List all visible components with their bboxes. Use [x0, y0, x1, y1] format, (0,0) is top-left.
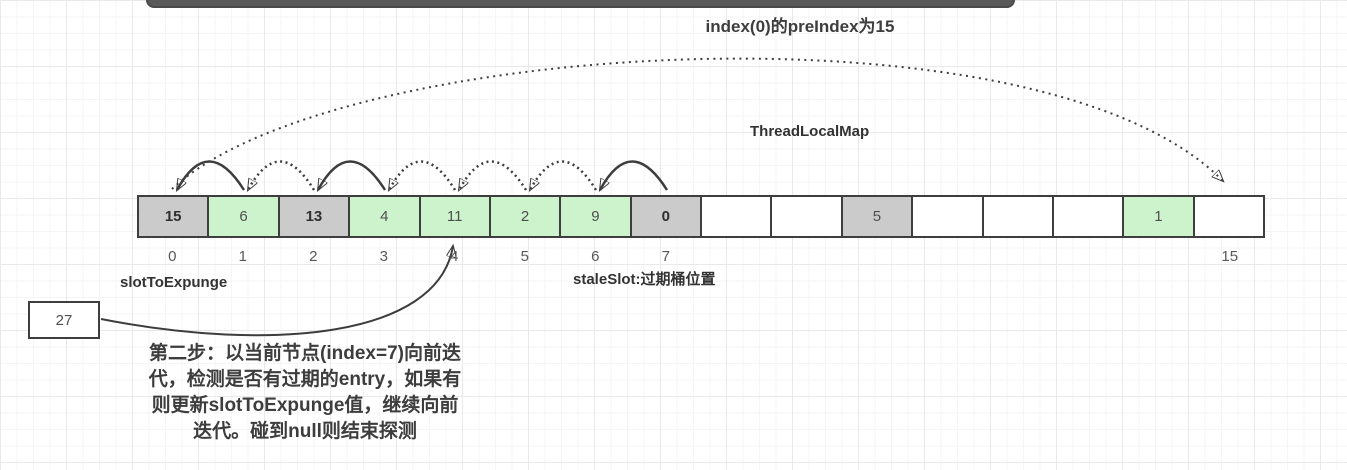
cell-index-label [842, 248, 913, 265]
array-cell: 6 [207, 195, 280, 238]
cell-value: 0 [661, 208, 670, 225]
top-dark-bar [146, 0, 1015, 8]
array-cell: 11 [418, 195, 491, 238]
cell-index-label: 5 [520, 248, 529, 265]
stale-slot-label: staleSlot:过期桶位置 [573, 271, 716, 288]
array-cell [981, 195, 1054, 238]
slot-to-expunge-label: slotToExpunge [120, 274, 228, 291]
cell-index-label: 4 [450, 248, 459, 265]
iteration-arc-arrow [248, 160, 316, 191]
cell-index-label: 1 [238, 248, 247, 265]
cell-value: 1 [1154, 208, 1163, 225]
array-cell: 5 [840, 195, 914, 238]
array-cell [911, 195, 984, 238]
array-cell [770, 195, 843, 238]
cell-index-label: 2 [309, 248, 318, 265]
cell-value: 15 [164, 208, 182, 225]
iteration-arc-arrow [459, 160, 528, 191]
cell-value: 2 [520, 208, 530, 225]
step-description-line: 则更新slotToExpunge值，继续向前 [151, 395, 459, 416]
iteration-arc-arrow [177, 160, 246, 191]
cell-index-label [913, 248, 984, 265]
threadlocalmap-label: ThreadLocalMap [750, 123, 870, 140]
array-cell: 0 [629, 195, 702, 238]
index-label-row: 0 1 2 3 4 5 6 7 15 [137, 248, 1265, 265]
cell-value: 9 [591, 208, 600, 225]
cell-value: 6 [239, 208, 248, 225]
cell-index-label [701, 248, 772, 265]
cell-value: 5 [872, 208, 882, 225]
step-description-line: 代，检测是否有过期的entry，如果有 [148, 369, 462, 390]
step-description: 第二步：以当前节点(index=7)向前迭 代，检测是否有过期的entry，如果… [115, 341, 495, 445]
cell-index-label [772, 248, 843, 265]
array-cell: 1 [1122, 195, 1195, 238]
array-cell [1192, 195, 1265, 238]
array-cell: 2 [488, 195, 562, 238]
iteration-arc-arrow [389, 160, 457, 191]
cell-index-label [1124, 248, 1195, 265]
iteration-arc-arrow [318, 160, 387, 191]
array-cell: 15 [137, 195, 210, 238]
note-box-27: 27 [28, 301, 100, 339]
cell-value: 4 [380, 208, 389, 225]
cell-index-label: 15 [1221, 248, 1239, 265]
cell-index-label [1054, 248, 1125, 265]
iteration-arc-arrow [600, 160, 669, 191]
cell-index-label: 6 [591, 248, 600, 265]
step-description-line: 第二步：以当前节点(index=7)向前迭 [149, 343, 461, 364]
step-description-line: 迭代。碰到null则结束探测 [193, 421, 417, 442]
array-cell: 4 [348, 195, 421, 238]
diagram-title: index(0)的preIndex为15 [705, 17, 895, 36]
cell-index-label: 3 [379, 248, 388, 265]
array-cell [700, 195, 773, 238]
cell-index-label: 0 [168, 248, 177, 265]
threadlocalmap-array: 15 6 13 4 11 2 9 0 5 1 [137, 195, 1265, 238]
array-cell: 13 [277, 195, 351, 238]
array-cell: 9 [559, 195, 632, 238]
array-cell [1051, 195, 1125, 238]
cell-value: 11 [446, 208, 463, 225]
cell-index-label [983, 248, 1054, 265]
cell-value: 13 [305, 208, 323, 225]
iteration-arc-arrow [530, 160, 598, 191]
preindex-arc-arrow [171, 57, 1223, 190]
cell-index-label: 7 [661, 248, 670, 265]
